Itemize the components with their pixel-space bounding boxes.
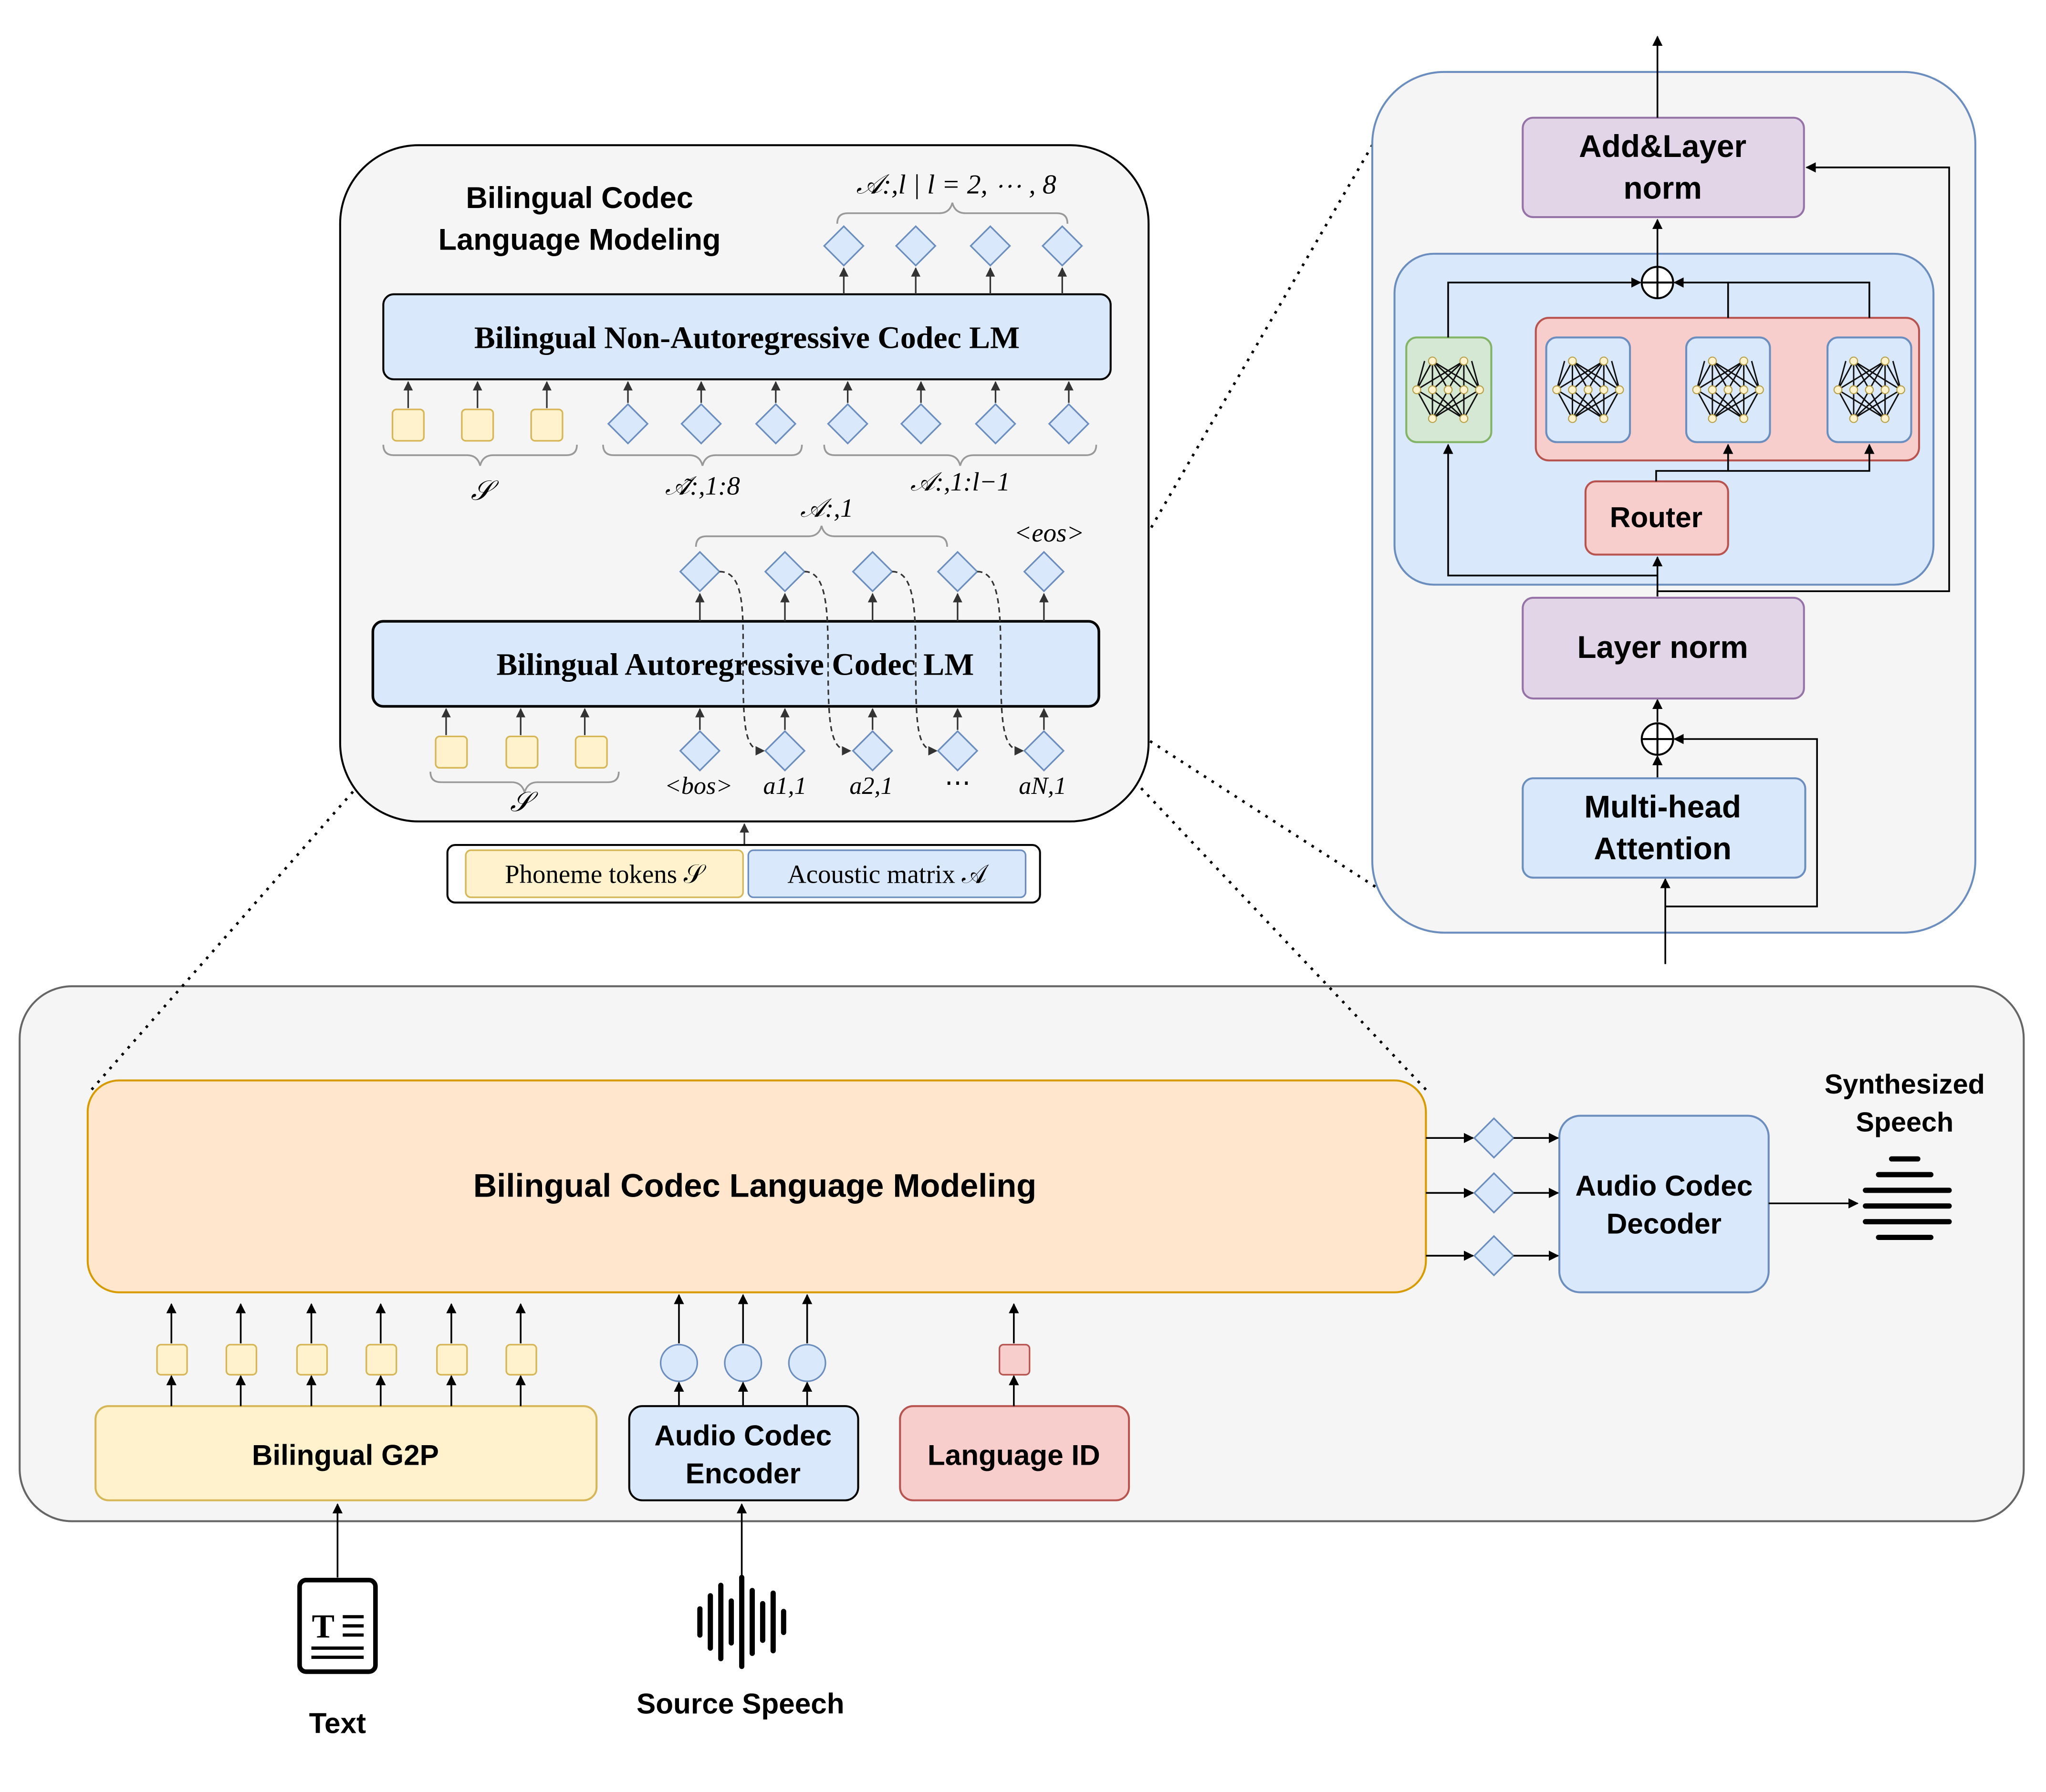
residual-sum-node (1640, 722, 1674, 756)
ar-eos-label: <eos> (1014, 518, 1084, 547)
layernorm-block (1522, 596, 1805, 700)
ar-s-brace (429, 771, 620, 793)
nar-output-label: 𝒜:,l | l = 2, ⋯ , 8 (856, 170, 1057, 200)
legend-acoustic-swatch (747, 849, 1027, 898)
moe-connections (1443, 35, 1950, 964)
blcm-block (86, 1079, 1427, 1293)
ar-block-label: Bilingual Autoregressive Codec LM (496, 647, 974, 682)
mha-block (1522, 777, 1806, 879)
nar-block (382, 293, 1112, 381)
blcm-block-label: Bilingual Codec Language Modeling (473, 1167, 1036, 1204)
g2p-block-label: Bilingual G2P (252, 1439, 439, 1471)
ar-input-phonemes (435, 735, 608, 769)
ar-a21-label: a2,1 (849, 772, 893, 800)
legend-acoustic-label: Acoustic matrix 𝒜 (787, 860, 989, 889)
output-codes (1473, 1117, 1515, 1277)
nar-input-phonemes (391, 408, 564, 442)
source-speech-label: Source Speech (637, 1688, 845, 1720)
phoneme-arrows (166, 1303, 526, 1407)
langid-block-label: Language ID (928, 1439, 1100, 1471)
decoder-block (1558, 1115, 1770, 1293)
addnorm-block (1522, 116, 1805, 219)
nar-input-arrows (403, 381, 1074, 408)
ar-input-arrows (441, 708, 1049, 735)
nar-a-tilde-label: 𝒜̃:,1:8 (665, 471, 740, 500)
acoustic-codes (659, 1344, 826, 1382)
ar-bos-label: <bos> (665, 772, 733, 800)
text-icon: T (297, 1578, 378, 1674)
decoder-arrows (1426, 1133, 1859, 1261)
router-block-label: Router (1610, 501, 1702, 533)
ar-feedback-arrows (719, 571, 1024, 756)
speech-output-icon (1863, 1156, 1952, 1240)
text-label: Text (309, 1707, 366, 1740)
svg-text:T: T (312, 1607, 334, 1645)
ar-dots-label: ⋯ (945, 768, 971, 797)
nar-a-prefix-label: 𝒜:,1:l−1 (910, 467, 1010, 496)
legend-phoneme-swatch (465, 849, 744, 898)
source-speech-icon (697, 1574, 786, 1669)
nar-output-arrows (839, 267, 1067, 294)
ar-output-arrows (695, 593, 1049, 622)
ar-a11-label: a1,1 (763, 772, 806, 800)
ar-output-codes (679, 551, 1065, 593)
nar-input-codes (607, 403, 1090, 445)
layernorm-block-label: Layer norm (1577, 629, 1748, 665)
ar-a1-label: 𝒜:,1 (800, 493, 853, 522)
legend-phoneme-label: Phoneme tokens 𝒮 (505, 860, 707, 889)
nar-output-codes (823, 225, 1083, 267)
ar-aN1-label: aN,1 (1019, 772, 1066, 800)
ar-input-codes (679, 730, 1065, 772)
nar-block-label: Bilingual Non-Autoregressive Codec LM (474, 320, 1020, 355)
encoder-arrows (674, 1294, 813, 1407)
nar-input-braces (382, 445, 1097, 466)
phoneme-tokens (156, 1344, 537, 1376)
language-token (999, 1344, 1031, 1376)
g2p-block (94, 1405, 598, 1501)
ar-output-brace (695, 525, 948, 547)
moe-sum-node (1640, 266, 1674, 300)
nar-output-brace (836, 202, 1068, 224)
ar-block (371, 620, 1100, 708)
